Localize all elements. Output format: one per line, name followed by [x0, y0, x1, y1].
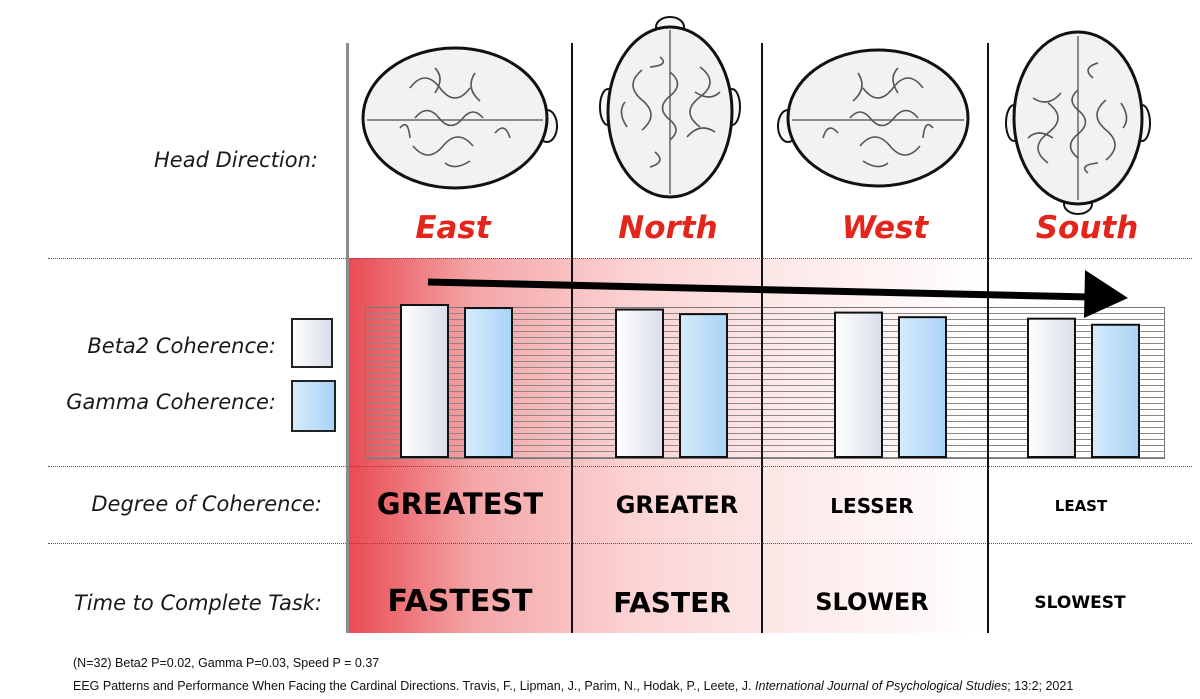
bar-beta2-west	[834, 311, 883, 458]
decreasing-trend-arrow	[427, 270, 1128, 318]
citation-footnote: EEG Patterns and Performance When Facing…	[73, 679, 1073, 693]
direction-east: East	[415, 210, 491, 246]
bar-gamma-north	[679, 313, 728, 458]
time-label-south: SLOWEST	[1034, 593, 1126, 613]
column-divider-2	[761, 43, 763, 633]
separator-2	[48, 466, 1192, 467]
row-label-head-direction: Head Direction:	[154, 148, 318, 172]
brains-illustration	[361, 16, 1151, 215]
north-brain-icon	[599, 16, 741, 199]
direction-west: West	[841, 210, 929, 246]
row-label-time: Time to Complete Task:	[73, 591, 322, 615]
direction-north: North	[618, 210, 718, 246]
east-brain-icon	[361, 46, 558, 190]
legend-swatch-beta2	[291, 318, 333, 368]
time-label-east: FASTEST	[387, 584, 533, 619]
degree-label-west: LESSER	[830, 494, 914, 518]
degree-label-north: GREATER	[615, 491, 739, 519]
bar-beta2-south	[1027, 317, 1076, 458]
degree-label-east: GREATEST	[376, 487, 544, 521]
bar-beta2-east	[400, 304, 449, 458]
bar-beta2-north	[615, 308, 664, 458]
citation-main: EEG Patterns and Performance When Facing…	[73, 679, 756, 693]
column-divider-1	[571, 43, 573, 633]
row-label-degree: Degree of Coherence:	[91, 492, 322, 516]
citation-journal: International Journal of Psychological S…	[755, 679, 1008, 693]
bar-gamma-west	[898, 316, 947, 458]
direction-south: South	[1035, 210, 1139, 246]
column-divider-3	[987, 43, 989, 633]
citation-tail: ; 13:2; 2021	[1007, 679, 1074, 693]
west-brain-icon	[777, 48, 970, 188]
separator-1	[48, 258, 1192, 259]
column-divider-left	[346, 43, 349, 633]
row-label-gamma: Gamma Coherence:	[66, 390, 276, 414]
bar-gamma-south	[1091, 323, 1140, 459]
time-label-north: FASTER	[613, 586, 731, 619]
separator-3	[48, 543, 1192, 544]
stats-footnote: (N=32) Beta2 P=0.02, Gamma P=0.03, Speed…	[73, 656, 380, 670]
bar-gamma-east	[464, 307, 513, 459]
south-brain-icon	[1005, 30, 1151, 215]
row-label-beta2: Beta2 Coherence:	[87, 334, 276, 358]
time-label-west: SLOWER	[815, 588, 929, 616]
legend-swatch-gamma	[291, 380, 336, 432]
degree-label-south: LEAST	[1054, 497, 1108, 515]
